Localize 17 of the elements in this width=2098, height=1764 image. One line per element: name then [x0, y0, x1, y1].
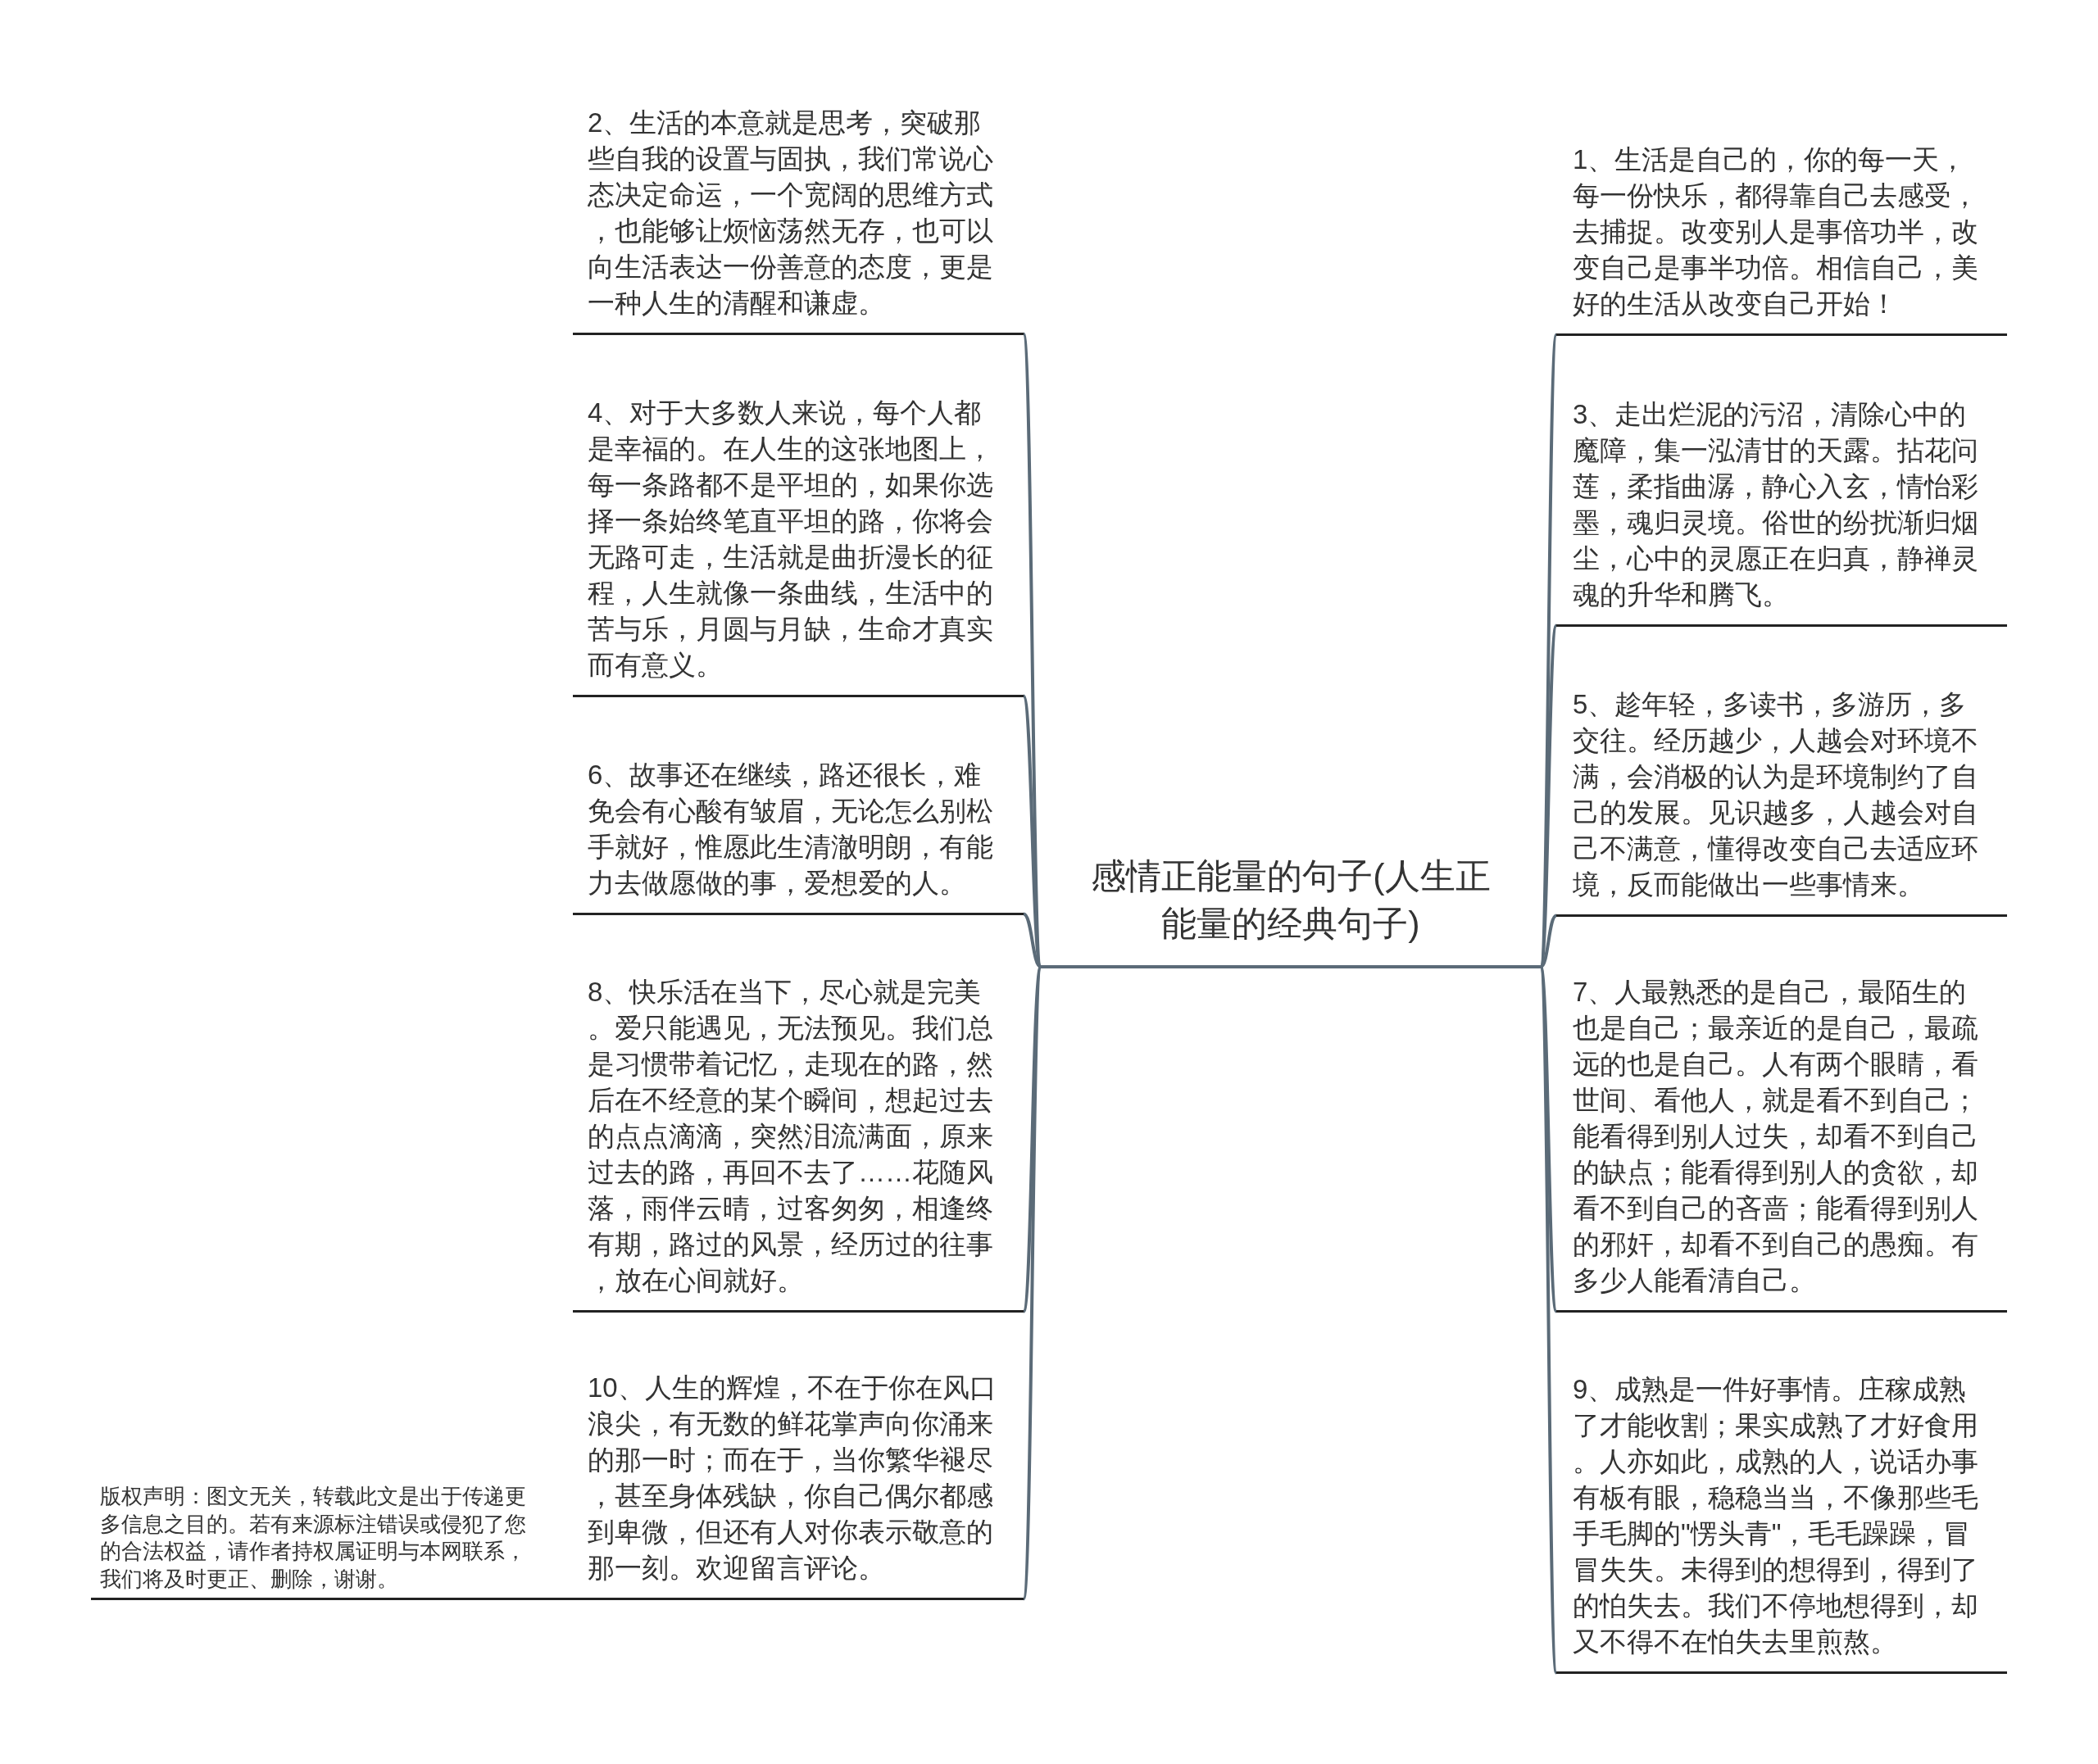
topic-text: 1、生活是自己的，你的每一天，每一份快乐，都得靠自己去感受，去捕捉。改变别人是事倍功半，改变自己是事半功倍。相信自己，美好的生活从改变自己开始！	[1573, 143, 1979, 320]
topic-text: 3、走出烂泥的污沼，清除心中的魔障，集一泓清甘的天露。拈花问莲，柔指曲潺，静心入玄，情怡彩墨，魂归灵境。俗世的纷扰渐归烟尘，心中的灵愿正在归真，静禅灵魂的升华和腾飞。	[1573, 398, 1979, 611]
connector-line	[1023, 912, 1042, 968]
topic-text: 2、生活的本意就是思考，突破那些自我的设置与固执，我们常说心态决定命运，一个宽阔的思维方式，也能够让烦恼荡然无存，也可以向生活表达一份善意的态度，更是一种人生的清醒和谦虚。	[588, 107, 994, 320]
topic-text: 4、对于大多数人来说，每个人都是幸福的。在人生的这张地图上，每一条路都不是平坦的，如果你选择一条始终笔直平坦的路，你将会无路可走，生活就是曲折漫长的征程，人生就像一条曲线，生活中的苦与乐，月圆与月缺，生命才真实而有意义。	[588, 397, 994, 682]
topic-text: 9、成熟是一件好事情。庄稼成熟了才能收割；果实成熟了才好食用。人亦如此，成熟的人，说话办事有板有眼，稳稳当当，不像那些毛手毛脚的"愣头青"，毛毛躁躁，冒冒失失。未得到的想得到，得到了的怕失去。我们不停地想得到，却又不得不在怕失去里煎熬。	[1573, 1373, 1979, 1658]
connector-line	[1539, 625, 1558, 968]
topic-text: 5、趁年轻，多读书，多游历，多交往。经历越少，人越会对环境不满，会消极的认为是环境制约了自己的发展。见识越多，人越会对自己不满意，懂得改变自己去适应环境，反而能做出一些事情来。	[1573, 688, 1979, 901]
topic-text: 7、人最熟悉的是自己，最陌生的也是自己；最亲近的是自己，最疏远的也是自己。人有两个眼睛，看世间、看他人，就是看不到自己；能看得到别人过失，却看不到自己的缺点；能看得到别人的贪欲，却看不到自己的吝啬；能看得到别人的邪奸，却看不到自己的愚痴。有多少人能看清自己。	[1573, 976, 1979, 1297]
connector-line	[1022, 966, 1042, 1599]
topic-text: 8、快乐活在当下，尽心就是完美。爱只能遇见，无法预见。我们总是习惯带着记忆，走现在的路，然后在不经意的某个瞬间，想起过去的点点滴滴，突然泪流满面，原来过去的路，再回不去了……花随风落，雨伴云晴，过客匆匆，相逢终有期，路过的风景，经历过的往事，放在心间就好。	[588, 976, 994, 1297]
topic-text: 10、人生的辉煌，不在于你在风口浪尖，有无数的鲜花掌声向你涌来的那一时；而在于，当你繁华褪尽，甚至身体残缺，你自己偶尔都感到卑微，但还有人对你表示敬意的那一刻。欢迎留言评论。	[588, 1372, 997, 1585]
connector-line	[1022, 695, 1042, 968]
connector-line	[1539, 966, 1558, 1673]
copyright-note: 版权声明：图文无关，转载此文是出于传递更多信息之目的。若有来源标注错误或侵犯了您的合法权益，请作者持权属证明与本网联系，我们将及时更正、删除，谢谢。	[91, 1483, 574, 1600]
topic-text: 感情正能量的句子(人生正能量的经典句子)	[1090, 855, 1492, 945]
topic-text: 6、故事还在继续，路还很长，难免会有心酸有皱眉，无论怎么别松手就好，惟愿此生清澈明朗，有能力去做愿做的事，爱想爱的人。	[588, 759, 994, 900]
